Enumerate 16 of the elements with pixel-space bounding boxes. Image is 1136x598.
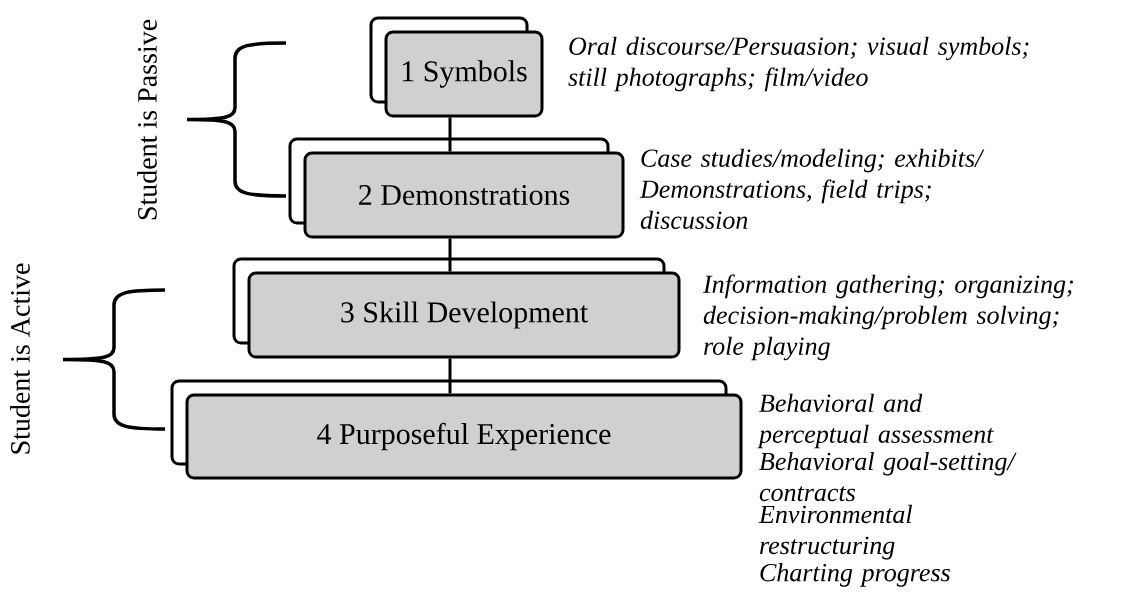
description-text: Behavioral and perceptual assessment — [757, 393, 994, 449]
description-text: Information gathering; organizing; decision-making/problem solving; role playing — [702, 274, 1073, 361]
level-box: 1 Symbols — [369, 16, 544, 118]
side-label: Student is Passive — [137, 19, 157, 220]
level-box: 2 Demonstrations — [288, 137, 625, 239]
connector-line — [448, 117, 452, 152]
connector-line — [448, 238, 452, 272]
description-text: Behavioral goal-setting/ contracts — [759, 451, 1017, 502]
description-text: Environmental restructuring — [758, 504, 912, 560]
description-text: Oral discourse/Persuasion; visual symbols; still photographs; film/video — [568, 36, 1029, 92]
description-text: Charting progress — [760, 563, 950, 587]
level-box: 4 Purposeful Experience — [170, 379, 743, 480]
level-box: 3 Skill Development — [232, 257, 681, 359]
description-text: Case studies/modeling; exhibits/ Demonstrations, field trips; discussion — [639, 148, 985, 229]
connector-line — [448, 358, 452, 394]
side-label: Student is Active — [10, 263, 30, 454]
